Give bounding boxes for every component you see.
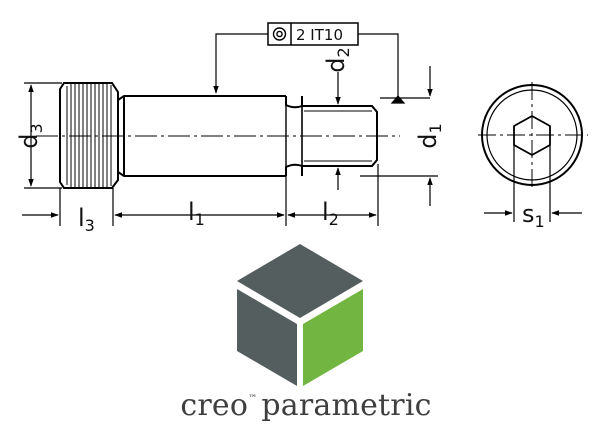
label-l1: l1: [188, 198, 205, 229]
dimension-d3: [24, 82, 62, 189]
side-view: [22, 22, 438, 226]
product-name: parametric: [261, 388, 432, 423]
label-d1: d1: [414, 123, 445, 148]
tolerance-leader: [213, 33, 430, 104]
dimension-d1: [360, 66, 438, 206]
label-l2: l2: [322, 198, 339, 229]
cube-top-face: [237, 244, 363, 318]
trademark-mark: ™: [248, 394, 258, 404]
label-d2: d2: [322, 47, 353, 72]
label-l3: l3: [78, 204, 95, 235]
dimension-s1: [484, 145, 582, 222]
end-view: [478, 82, 588, 222]
cube-right-face: [303, 289, 363, 386]
dimension-lengths: [22, 164, 379, 226]
tolerance-label: 2 IT10: [296, 26, 343, 44]
cube-left-face: [237, 289, 297, 386]
label-d3: d3: [15, 123, 46, 148]
brand-name: creo: [180, 388, 249, 423]
concentricity-icon: [272, 27, 287, 41]
label-s1: s1: [522, 200, 545, 231]
creo-cube-icon: [237, 244, 363, 386]
